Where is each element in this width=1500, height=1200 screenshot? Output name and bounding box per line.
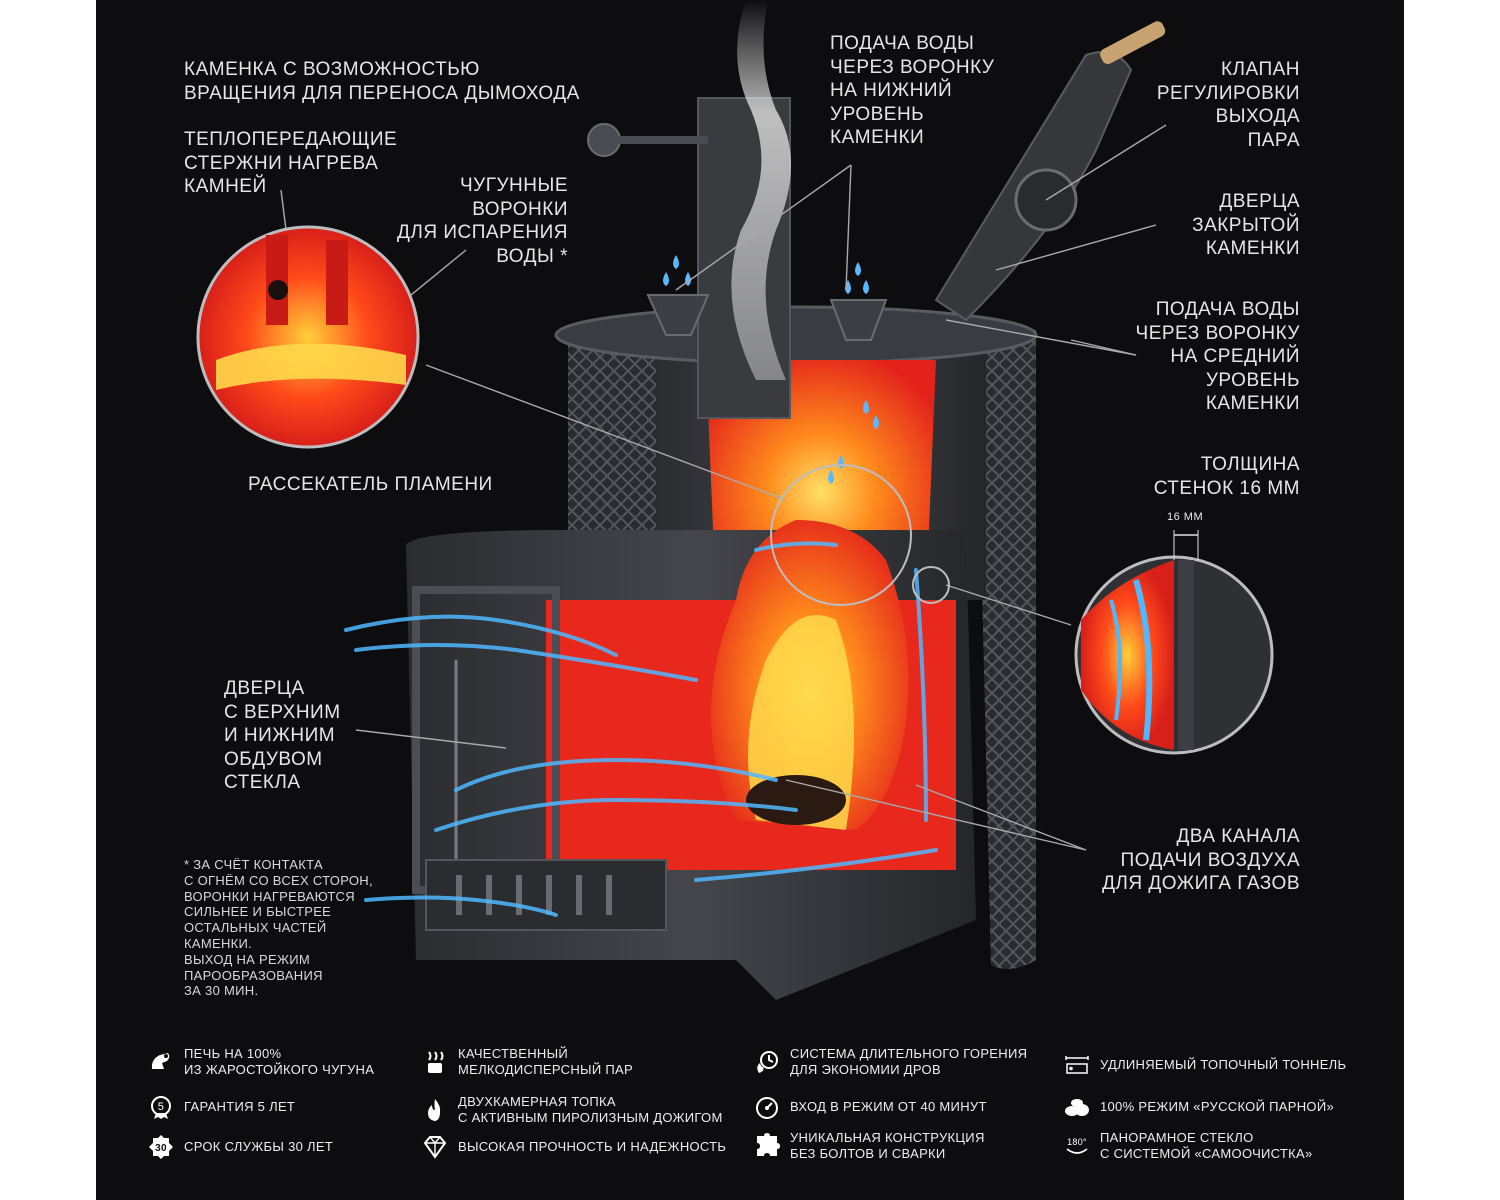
service-life-icon: 30 xyxy=(149,1135,173,1159)
feature-long-burn: СИСТЕМА ДЛИТЕЛЬНОГО ГОРЕНИЯ ДЛЯ ЭКОНОМИИ… xyxy=(754,1046,1027,1078)
funnel-right xyxy=(829,299,888,341)
feature-cast-iron: ПЕЧЬ НА 100% ИЗ ЖАРОСТОЙКОГО ЧУГУНА xyxy=(148,1046,374,1078)
warranty-icon: 5 xyxy=(151,1096,171,1119)
funnel-left xyxy=(646,294,710,336)
steam-icon xyxy=(428,1051,444,1073)
label-rotation: КАМЕНКА С ВОЗМОЖНОСТЬЮ ВРАЩЕНИЯ ДЛЯ ПЕРЕ… xyxy=(184,59,580,104)
label-water-lower: ПОДАЧА ВОДЫ ЧЕРЕЗ ВОРОНКУ НА НИЖНИЙ УРОВ… xyxy=(830,33,995,148)
label-water-middle: ПОДАЧА ВОДЫ ЧЕРЕЗ ВОРОНКУ НА СРЕДНИЙ УРО… xyxy=(1135,299,1300,414)
feature-puzzle: УНИКАЛЬНАЯ КОНСТРУКЦИЯ БЕЗ БОЛТОВ И СВАР… xyxy=(754,1130,985,1162)
cast-iron-icon xyxy=(151,1053,170,1069)
svg-text:30: 30 xyxy=(155,1143,167,1154)
detail-circle-center xyxy=(770,464,912,606)
flame-icon xyxy=(428,1099,441,1121)
label-funnels: ЧУГУННЫЕ ВОРОНКИ ДЛЯ ИСПАРЕНИЯ ВОДЫ * xyxy=(397,175,568,267)
feature-flame: ДВУХКАМЕРНАЯ ТОПКА С АКТИВНЫМ ПИРОЛИЗНЫМ… xyxy=(422,1094,723,1126)
feature-service-life: 30 СРОК СЛУЖБЫ 30 ЛЕТ xyxy=(148,1134,333,1160)
feature-gauge: ВХОД В РЕЖИМ ОТ 40 МИНУТ xyxy=(754,1094,987,1120)
gauge-icon xyxy=(756,1097,778,1119)
stones-icon xyxy=(1065,1099,1089,1116)
infographic: КАМЕНКА С ВОЗМОЖНОСТЬЮ ВРАЩЕНИЯ ДЛЯ ПЕРЕ… xyxy=(96,0,1404,1200)
label-thickness: ТОЛЩИНА СТЕНОК 16 ММ xyxy=(1153,454,1300,499)
magnified-rods-bubble xyxy=(196,225,420,449)
air-flow xyxy=(344,541,938,917)
tunnel-icon xyxy=(1065,1056,1089,1074)
feature-tunnel: УДЛИНЯЕМЫЙ ТОПОЧНЫЙ ТОННЕЛЬ xyxy=(1064,1052,1346,1078)
mesh-casing xyxy=(976,330,1036,969)
label-16mm: 16 ММ xyxy=(1167,511,1204,523)
long-burn-icon xyxy=(757,1051,778,1073)
detail-circle-wall xyxy=(912,566,950,604)
label-door-blow: ДВЕРЦА С ВЕРХНИМ И НИЖНИМ ОБДУВОМ СТЕКЛА xyxy=(224,678,341,793)
footnote: * ЗА СЧЁТ КОНТАКТА С ОГНЁМ СО ВСЕХ СТОРО… xyxy=(184,857,373,999)
diamond-icon xyxy=(423,1136,447,1159)
puzzle-icon xyxy=(757,1133,780,1156)
svg-text:5: 5 xyxy=(158,1101,164,1113)
label-air-channels: ДВА КАНАЛА ПОДАЧИ ВОЗДУХА ДЛЯ ДОЖИГА ГАЗ… xyxy=(1102,826,1300,894)
panorama-icon: 180° xyxy=(1066,1137,1088,1154)
feature-diamond: ВЫСОКАЯ ПРОЧНОСТЬ И НАДЕЖНОСТЬ xyxy=(422,1134,726,1160)
label-valve: КЛАПАН РЕГУЛИРОВКИ ВЫХОДА ПАРА xyxy=(1156,59,1300,151)
stove-cutaway-illustration xyxy=(196,0,1274,1000)
svg-text:180°: 180° xyxy=(1067,1137,1087,1147)
feature-stones: 100% РЕЖИМ «РУССКОЙ ПАРНОЙ» xyxy=(1064,1094,1334,1120)
feature-panorama: 180° ПАНОРАМНОЕ СТЕКЛО С СИСТЕМОЙ «САМОО… xyxy=(1064,1130,1313,1162)
label-splitter: РАССЕКАТЕЛЬ ПЛАМЕНИ xyxy=(248,474,493,495)
smoke xyxy=(731,0,791,380)
feature-warranty: 5 ГАРАНТИЯ 5 ЛЕТ xyxy=(148,1094,295,1120)
magnified-wall-bubble xyxy=(1074,530,1274,755)
feature-steam: КАЧЕСТВЕННЫЙ МЕЛКОДИСПЕРСНЫЙ ПАР xyxy=(422,1046,633,1078)
label-closed-door: ДВЕРЦА ЗАКРЫТОЙ КАМЕНКИ xyxy=(1192,191,1300,259)
label-rods: ТЕПЛОПЕРЕДАЮЩИЕ СТЕРЖНИ НАГРЕВА КАМНЕЙ xyxy=(184,129,398,197)
